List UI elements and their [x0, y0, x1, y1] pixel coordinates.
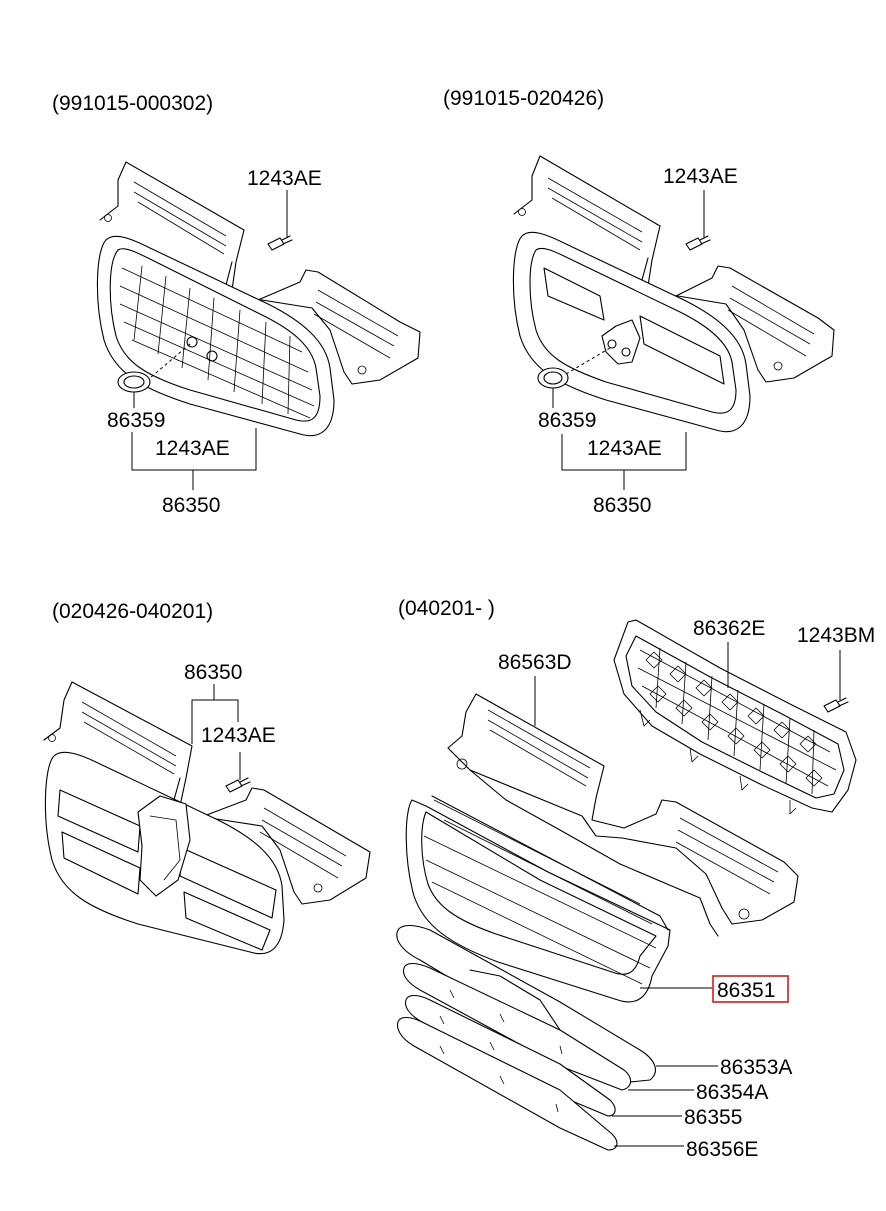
p4-label-1243bm: 1243BM	[797, 624, 875, 647]
p3-upper-bracket	[43, 681, 371, 905]
p3-label-86350: 86350	[184, 661, 242, 684]
p2-emblem	[537, 367, 569, 408]
panel-1: (991015-000302) 1243AE	[52, 92, 421, 517]
panel-1-range: (991015-000302)	[52, 92, 213, 115]
p4-label-86354a: 86354A	[696, 1081, 768, 1104]
p1-bolt	[267, 190, 293, 251]
p4-molding-86355	[404, 994, 616, 1117]
p4-label-86355: 86355	[684, 1106, 742, 1129]
p4-label-86563d: 86563D	[498, 651, 572, 674]
panel-4: (040201- ) 86362E 1243BM	[396, 597, 875, 1161]
p1-upper-bracket	[99, 161, 421, 385]
p2-label-86359: 86359	[538, 409, 596, 432]
p1-label-1243ae-bottom: 1243AE	[155, 437, 230, 460]
p2-label-1243ae-top: 1243AE	[663, 165, 738, 188]
p4-label-86356e: 86356E	[686, 1138, 758, 1161]
p3-label-1243ae: 1243AE	[201, 724, 276, 747]
p4-label-86353a: 86353A	[720, 1056, 792, 1079]
panel-2: (991015-020426) 1243AE 86359 1243AE 8635…	[443, 87, 835, 517]
p4-label-86351[interactable]: 86351	[717, 979, 775, 1002]
p1-radiator-grille	[96, 235, 335, 437]
panel-3-range: (020426-040201)	[52, 600, 213, 623]
p1-label-1243ae-top: 1243AE	[247, 167, 322, 190]
p4-bracket	[447, 693, 799, 937]
p1-emblem	[117, 371, 151, 408]
p4-molding-86354a	[402, 962, 632, 1091]
p4-highlight-box-86351[interactable]	[712, 975, 789, 1003]
p4-molding-86353a	[396, 924, 656, 1083]
p2-label-1243ae-bottom: 1243AE	[587, 437, 662, 460]
p1-label-86350: 86350	[162, 494, 220, 517]
p4-molding-86356e	[396, 1016, 618, 1151]
p2-bolt	[685, 190, 711, 251]
panel-2-range: (991015-020426)	[443, 87, 604, 110]
p3-bolt	[225, 752, 251, 793]
p2-label-86350: 86350	[593, 494, 651, 517]
p4-upper-bolt	[823, 650, 849, 713]
panel-3: (020426-040201) 1243AE 86350	[43, 600, 371, 955]
panel-4-range: (040201- )	[398, 597, 495, 620]
p4-radiator-grille-86351	[405, 795, 671, 1003]
p4-label-86362e: 86362E	[693, 617, 765, 640]
p2-upper-bracket	[513, 155, 835, 383]
p1-label-86359: 86359	[107, 409, 165, 432]
p4-upper-grille	[613, 619, 857, 815]
